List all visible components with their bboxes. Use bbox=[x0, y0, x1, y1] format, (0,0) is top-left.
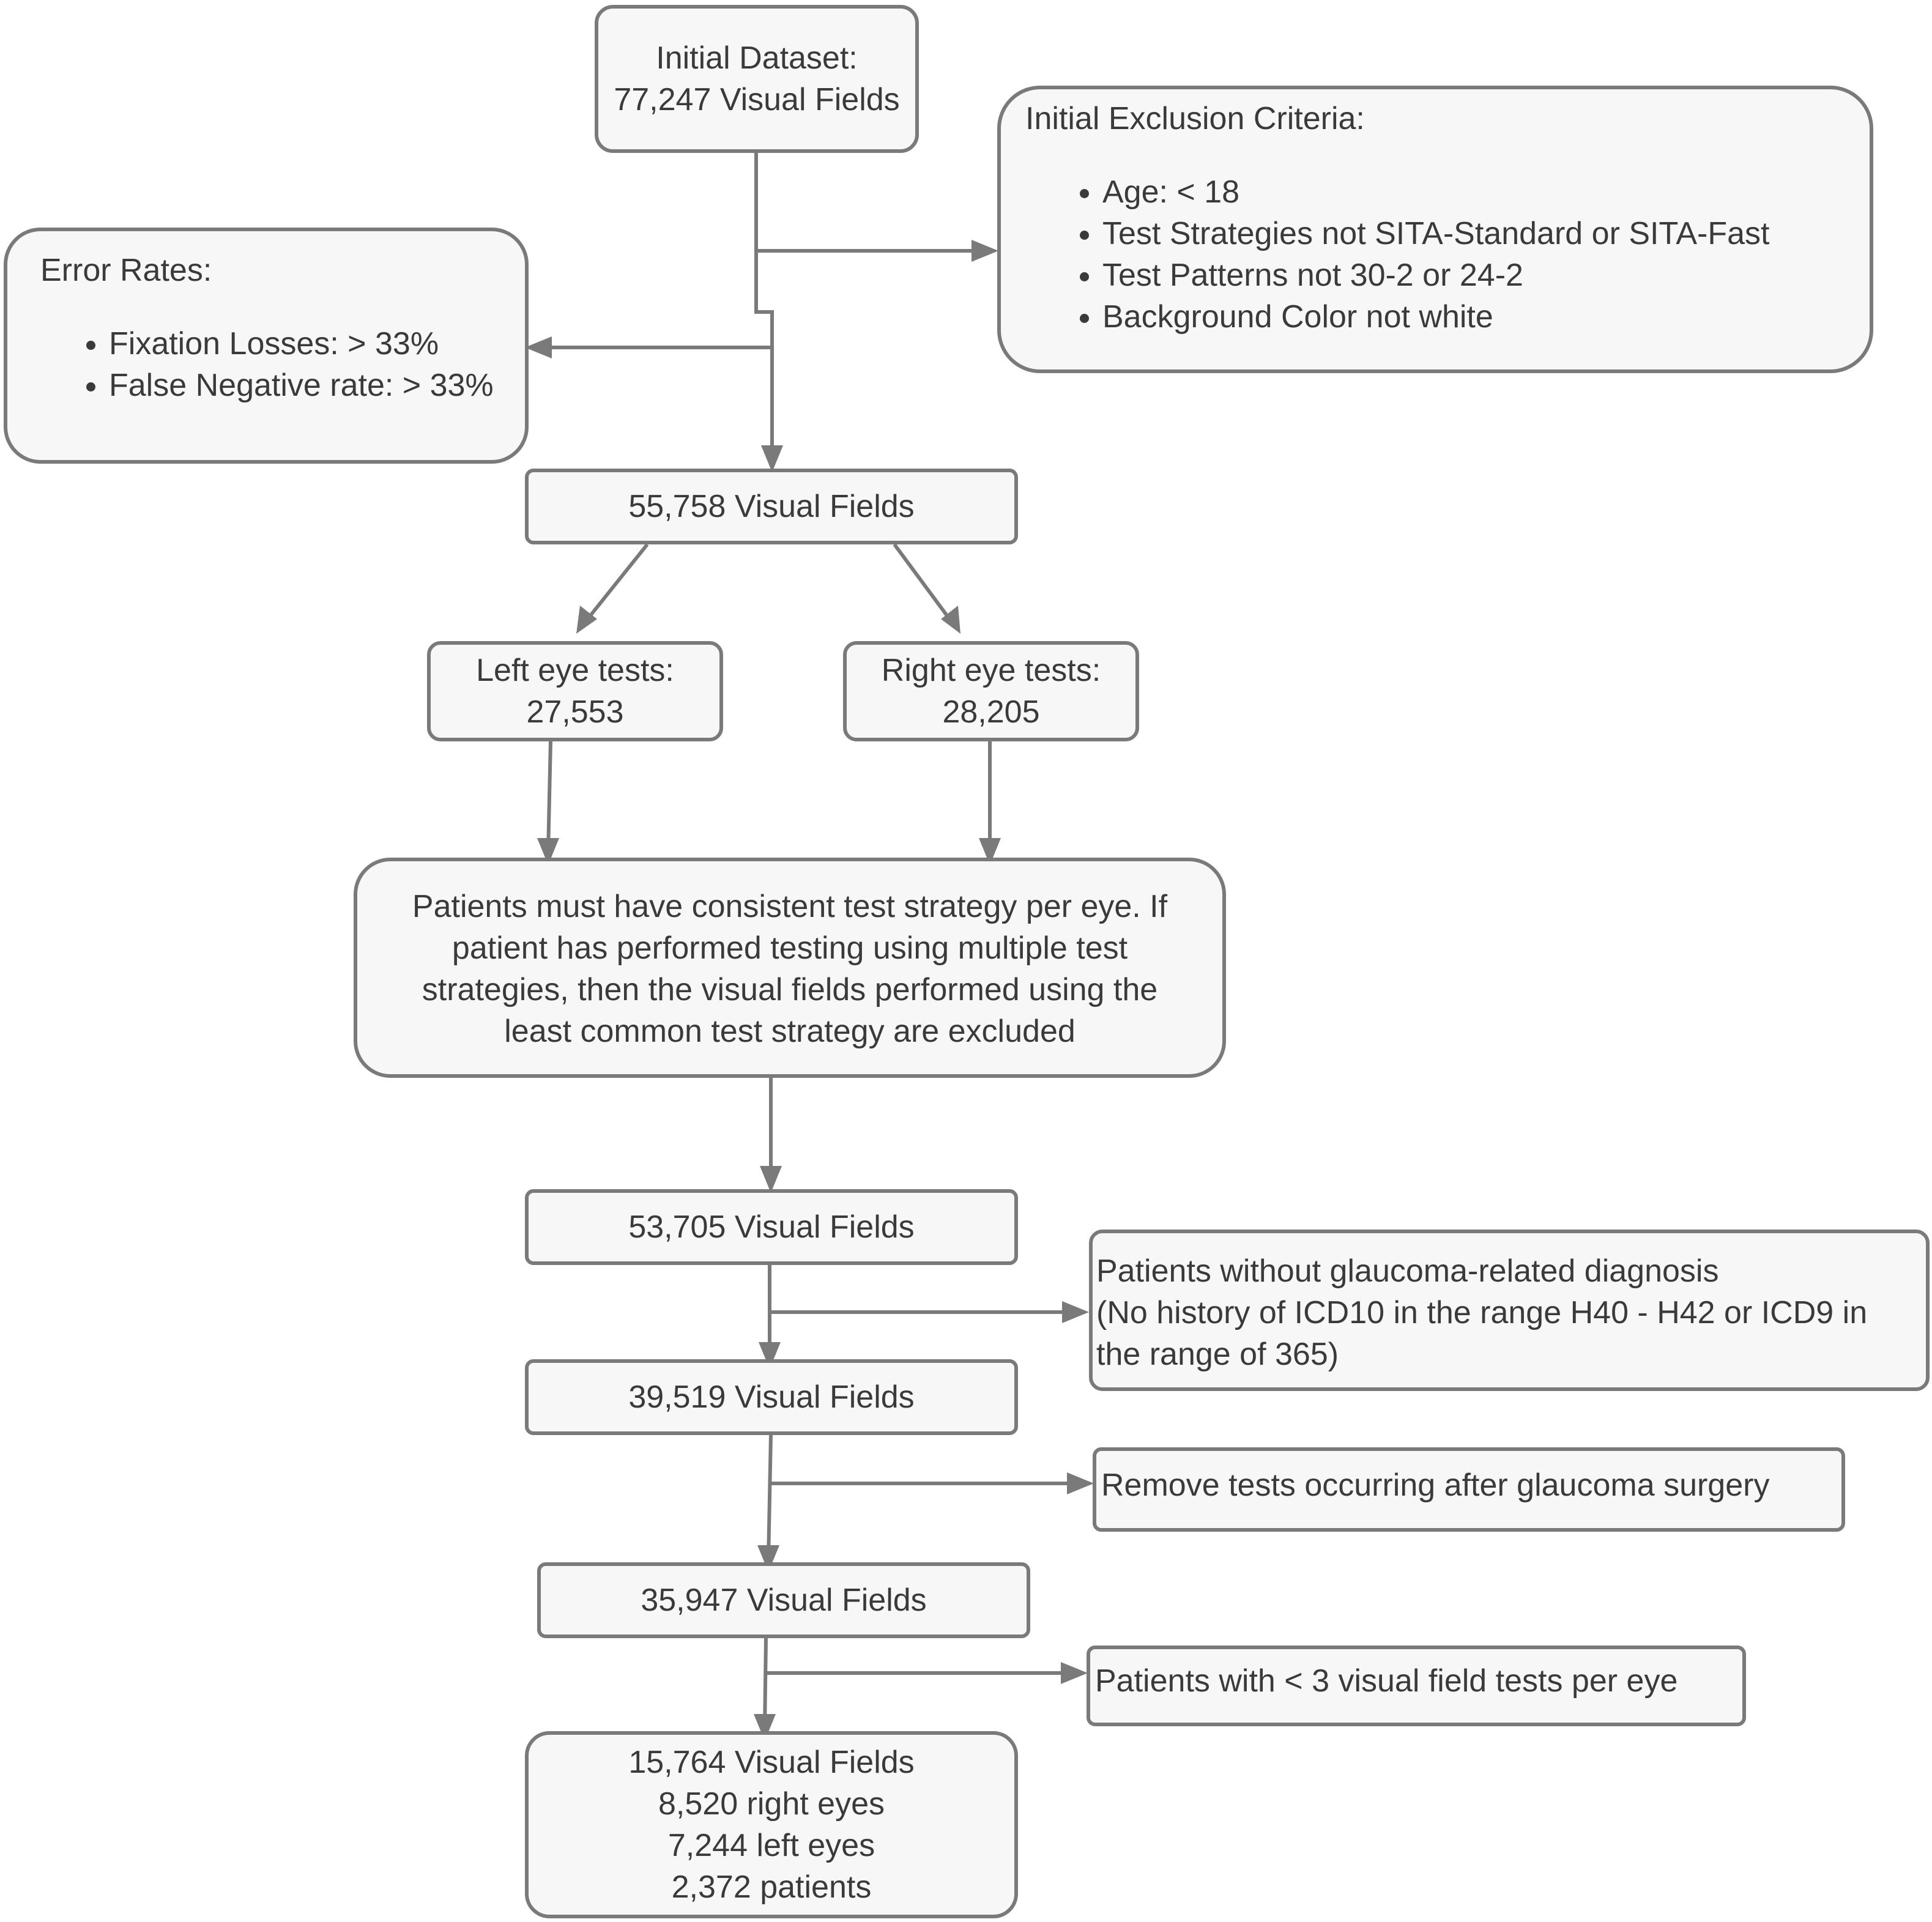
left-eye-label: Left eye tests: bbox=[476, 653, 674, 688]
vf-35947-label: 35,947 Visual Fields bbox=[641, 1582, 927, 1618]
final-visual-fields: 15,764 Visual Fields bbox=[628, 1745, 915, 1780]
right-eye-count: 28,205 bbox=[942, 694, 1040, 730]
glaucoma-dx-line: the range of 365) bbox=[1096, 1337, 1339, 1372]
consistency-rule-box: Patients must have consistent test strat… bbox=[354, 858, 1226, 1078]
arrowhead-vf2 bbox=[760, 1166, 782, 1193]
exclusion-criteria-list: Age: < 18 Test Strategies not SITA-Stand… bbox=[1025, 171, 1870, 338]
arrow-initial-to-vf1 bbox=[754, 153, 774, 460]
arrowhead-vf1 bbox=[761, 445, 783, 472]
glaucoma-surgery-label: Remove tests occurring after glaucoma su… bbox=[1101, 1467, 1770, 1503]
exclusion-criteria-title: Initial Exclusion Criteria: bbox=[1025, 101, 1365, 136]
arrow-vf3-to-vf4 bbox=[767, 1434, 773, 1560]
glaucoma-dx-line: (No history of ICD10 in the range H40 - … bbox=[1096, 1295, 1868, 1330]
arrowhead-vf4 bbox=[757, 1545, 779, 1572]
vf-53705-label: 53,705 Visual Fields bbox=[628, 1209, 915, 1245]
left-eye-count: 27,553 bbox=[526, 694, 624, 730]
left-eye-box: Left eye tests: 27,553 bbox=[427, 641, 723, 741]
error-rate-item: False Negative rate: > 33% bbox=[109, 365, 525, 406]
error-rates-title: Error Rates: bbox=[40, 253, 212, 288]
vf-53705-box: 53,705 Visual Fields bbox=[525, 1189, 1018, 1265]
exclusion-item: Test Strategies not SITA-Standard or SIT… bbox=[1102, 213, 1870, 254]
consistency-line: strategies, then the visual fields perfo… bbox=[422, 972, 1158, 1007]
arrowhead-left-consistency bbox=[537, 838, 559, 865]
error-rates-list: Fixation Losses: > 33% False Negative ra… bbox=[40, 323, 525, 406]
min-tests-label: Patients with < 3 visual field tests per… bbox=[1095, 1663, 1678, 1699]
initial-dataset-count: 77,247 Visual Fields bbox=[614, 82, 900, 117]
vf-39519-label: 39,519 Visual Fields bbox=[628, 1379, 915, 1415]
arrowhead-right bbox=[941, 606, 960, 634]
arrow-vf4-to-final bbox=[763, 1638, 768, 1729]
initial-dataset-box: Initial Dataset: 77,247 Visual Fields bbox=[595, 5, 919, 153]
arrowhead-left bbox=[576, 606, 597, 634]
final-right-eyes: 8,520 right eyes bbox=[658, 1786, 885, 1822]
vf-39519-box: 39,519 Visual Fields bbox=[525, 1359, 1018, 1435]
exclusion-item: Test Patterns not 30-2 or 24-2 bbox=[1102, 254, 1870, 296]
arrowhead-surgery bbox=[1067, 1472, 1094, 1494]
arrowhead-error-rates bbox=[525, 336, 552, 358]
vf-55758-label: 55,758 Visual Fields bbox=[628, 489, 915, 524]
consistency-line: patient has performed testing using mult… bbox=[451, 930, 1128, 966]
exclusion-criteria-box: Initial Exclusion Criteria: Age: < 18 Te… bbox=[997, 86, 1873, 373]
glaucoma-surgery-box: Remove tests occurring after glaucoma su… bbox=[1093, 1447, 1845, 1532]
right-eye-label: Right eye tests: bbox=[881, 653, 1101, 688]
vf-55758-box: 55,758 Visual Fields bbox=[525, 469, 1018, 544]
error-rates-box: Error Rates: Fixation Losses: > 33% Fals… bbox=[4, 228, 529, 464]
arrowhead-right-consistency bbox=[979, 838, 1001, 865]
arrowhead-glaucoma-dx bbox=[1062, 1301, 1089, 1323]
arrow-vf1-to-right bbox=[893, 543, 955, 625]
error-rate-item: Fixation Losses: > 33% bbox=[109, 323, 525, 365]
arrow-vf1-to-left bbox=[582, 543, 649, 625]
glaucoma-dx-line: Patients without glaucoma-related diagno… bbox=[1096, 1253, 1719, 1289]
final-left-eyes: 7,244 left eyes bbox=[667, 1828, 875, 1863]
arrowhead-min-tests bbox=[1061, 1662, 1088, 1684]
consistency-line: least common test strategy are excluded bbox=[504, 1014, 1076, 1049]
consistency-line: Patients must have consistent test strat… bbox=[412, 889, 1168, 924]
exclusion-item: Background Color not white bbox=[1102, 296, 1870, 338]
arrowhead-final bbox=[754, 1714, 776, 1741]
exclusion-item: Age: < 18 bbox=[1102, 171, 1870, 213]
arrow-left-to-consistency bbox=[546, 741, 552, 853]
arrowhead-vf3 bbox=[759, 1342, 781, 1369]
vf-35947-box: 35,947 Visual Fields bbox=[537, 1562, 1030, 1638]
right-eye-box: Right eye tests: 28,205 bbox=[843, 641, 1139, 741]
arrowheads bbox=[525, 240, 1094, 1741]
min-tests-box: Patients with < 3 visual field tests per… bbox=[1087, 1646, 1746, 1726]
glaucoma-diagnosis-box: Patients without glaucoma-related diagno… bbox=[1089, 1230, 1930, 1391]
final-patients: 2,372 patients bbox=[671, 1869, 872, 1905]
initial-dataset-label: Initial Dataset: bbox=[656, 40, 858, 76]
arrowhead-exclusion bbox=[972, 240, 998, 262]
final-cohort-box: 15,764 Visual Fields 8,520 right eyes 7,… bbox=[525, 1731, 1018, 1918]
